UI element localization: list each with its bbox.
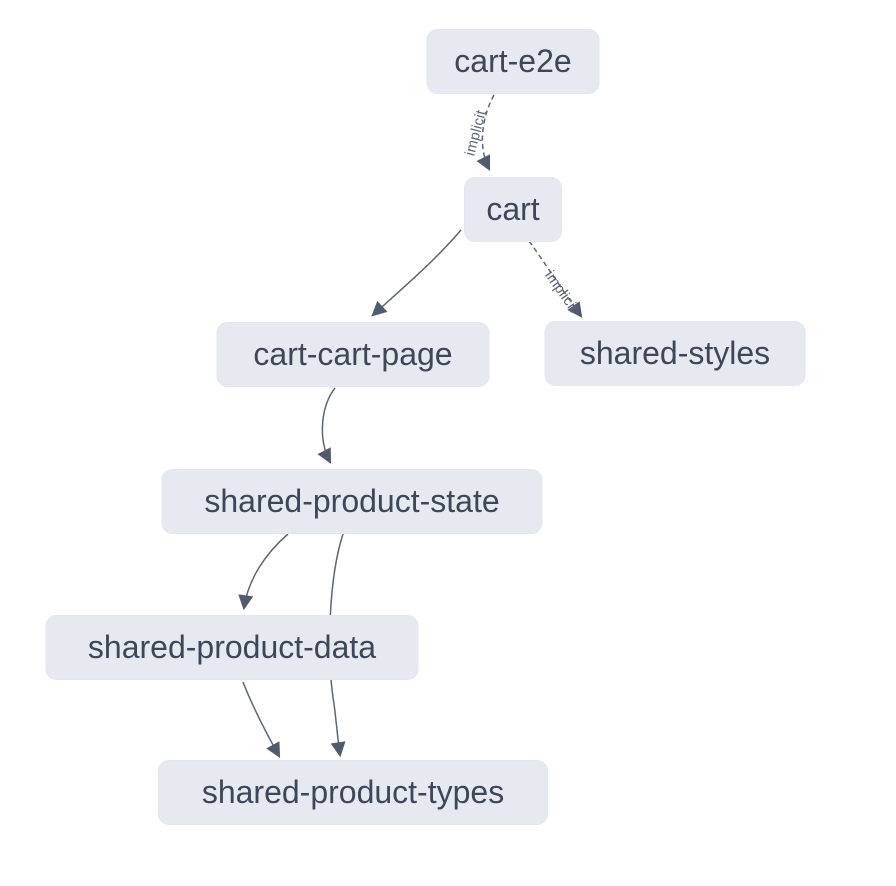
edge-cart-to-cart-cart-page[interactable] (371, 229, 462, 317)
node-label: cart-cart-page (253, 336, 453, 372)
graph-node-shared-styles[interactable]: shared-styles (544, 321, 806, 386)
edge-label-implicit-cart-e2e: implicit (462, 108, 490, 157)
edge-shared-product-state-to-shared-product-data[interactable] (238, 533, 289, 611)
node-label: cart (486, 191, 540, 227)
graph-node-shared-product-data[interactable]: shared-product-data (45, 615, 419, 680)
edge-shared-product-data-to-shared-product-types[interactable] (242, 681, 281, 758)
node-label: cart-e2e (454, 43, 572, 79)
graph-node-cart[interactable]: cart (464, 177, 562, 242)
node-label: shared-styles (579, 335, 771, 371)
edge-label-implicit-shared-styles: implicit (541, 268, 581, 315)
graph-node-cart-cart-page[interactable]: cart-cart-page (216, 322, 490, 387)
graph-node-cart-e2e[interactable]: cart-e2e (426, 29, 600, 94)
edge-shared-product-state-to-shared-product-types[interactable] (328, 533, 346, 758)
node-label: shared-product-state (204, 483, 500, 519)
node-label: shared-product-types (201, 774, 505, 810)
edge-cart-to-shared-styles[interactable] (528, 240, 583, 318)
graph-node-shared-product-state[interactable]: shared-product-state (161, 469, 543, 534)
edge-cart-e2e-to-cart[interactable] (476, 94, 495, 172)
graph-node-shared-product-types[interactable]: shared-product-types (158, 760, 548, 825)
edge-cart-cart-page-to-shared-product-state[interactable] (317, 387, 336, 464)
node-label: shared-product-data (87, 629, 377, 665)
